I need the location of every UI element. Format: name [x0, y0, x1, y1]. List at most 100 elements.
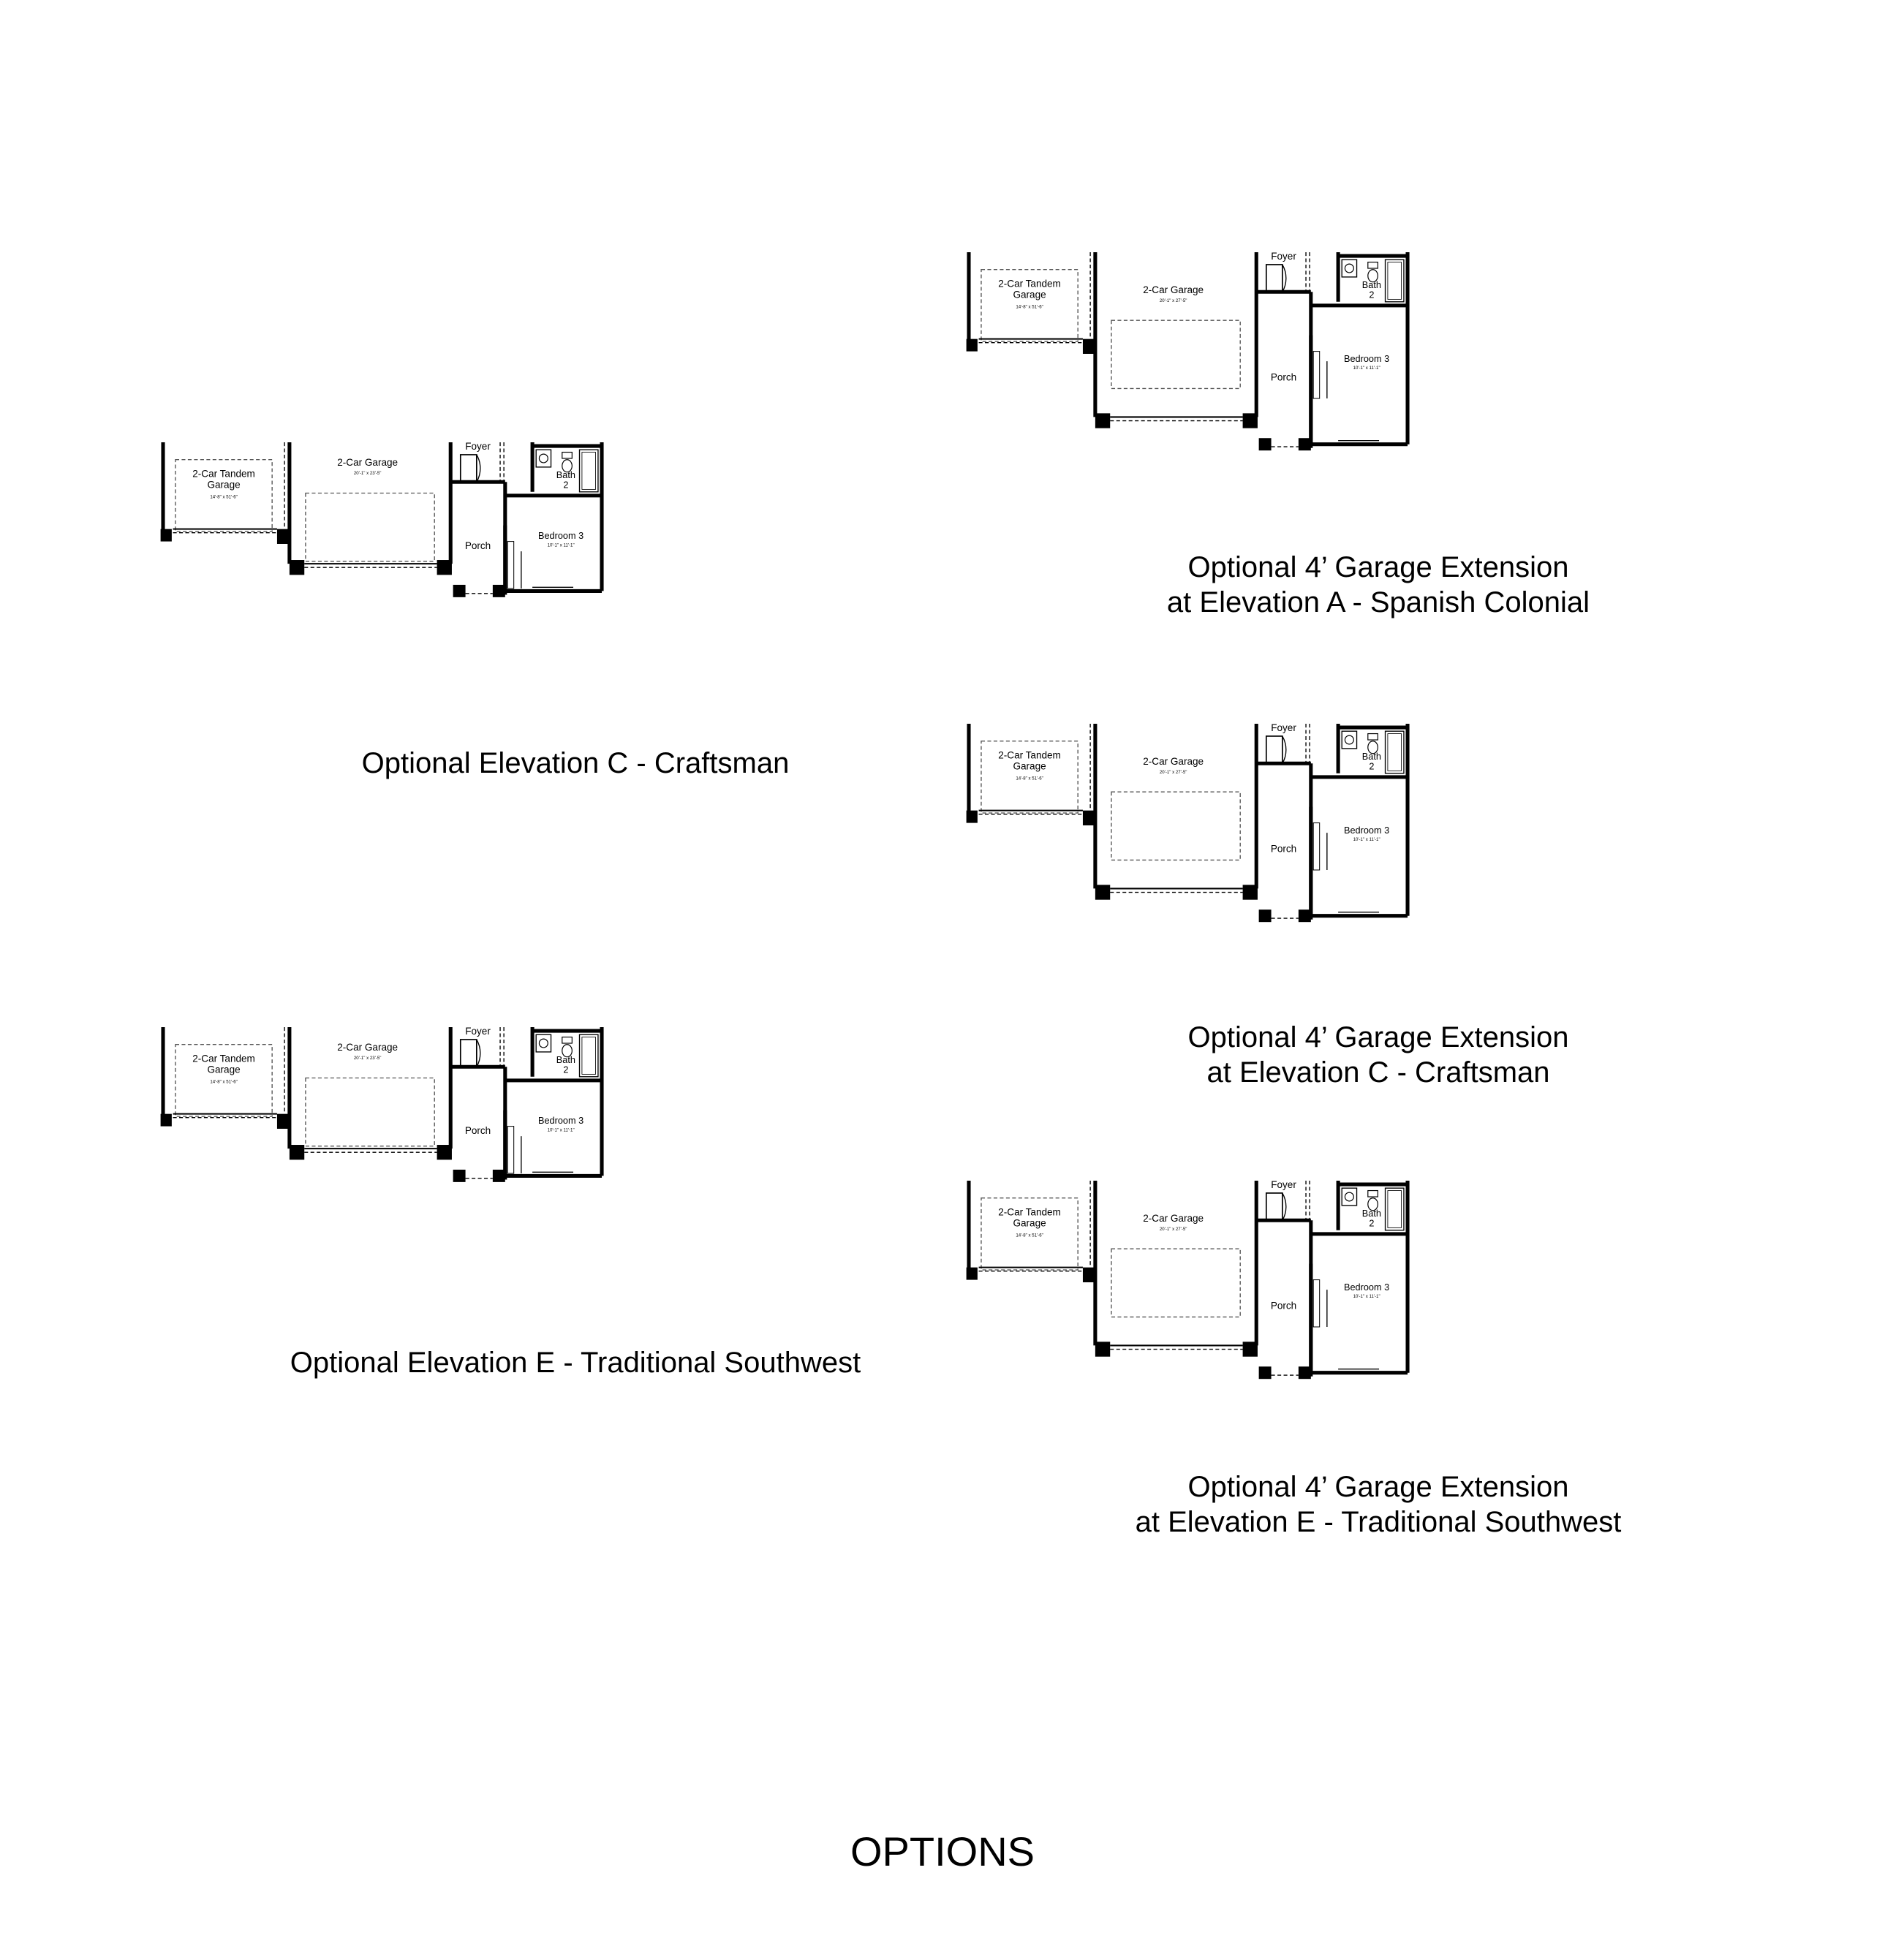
foyer-door-swing [1282, 264, 1287, 292]
tandem-garage-dimension: 14'-8" x 51'-6" [1016, 776, 1043, 781]
toilet-icon [562, 459, 573, 473]
bath-number: 2 [563, 480, 568, 491]
bath-label: Bath [1362, 1208, 1381, 1219]
closet-doors [507, 541, 515, 589]
sink-icon [1344, 735, 1354, 745]
tandem-garage-label: 2-Car Tandem [192, 468, 255, 479]
bathtub-icon [1384, 1187, 1405, 1231]
tandem-garage-dimension: 14'-8" x 51'-6" [1016, 1233, 1043, 1238]
foyer-door [1265, 1192, 1283, 1222]
foyer-door-swing [1282, 735, 1287, 764]
foyer-door-swing [476, 454, 481, 483]
porch-pier [1258, 438, 1272, 451]
garage-parking-outline [1111, 1248, 1241, 1318]
foyer-door-swing [1282, 1192, 1287, 1221]
foyer-label: Foyer [1271, 722, 1296, 733]
tandem-garage-parking-outline [175, 1044, 273, 1117]
porch-pier [1298, 438, 1311, 451]
garage-pier [437, 1145, 452, 1160]
garage-pier [289, 1145, 305, 1160]
tandem-garage-parking-outline [175, 459, 273, 532]
bedroom-dimension: 10'-1" x 11'-1" [548, 542, 575, 548]
garage-dimension: 20'-1" x 23'-5" [354, 1056, 381, 1061]
caption-line: Optional Elevation C - Craftsman [361, 747, 790, 779]
porch-label: Porch [465, 540, 491, 551]
closet-doors [1312, 1279, 1321, 1328]
bath-label: Bath [556, 1054, 575, 1065]
tandem-garage-label: Garage [1013, 1218, 1046, 1229]
porch-pier [492, 584, 505, 597]
foyer-label: Foyer [1271, 251, 1296, 262]
closet-doors [1312, 822, 1321, 871]
caption-line: Optional 4’ Garage Extension [1187, 551, 1569, 583]
garage-pier [1242, 1342, 1258, 1357]
garage-pier [1095, 1342, 1111, 1357]
bathtub-basin [1387, 733, 1402, 771]
porch-pier [1298, 1366, 1311, 1380]
bath-sink [535, 1034, 552, 1053]
tandem-garage-label: Garage [207, 1064, 240, 1075]
bedroom-label: Bedroom 3 [1344, 353, 1389, 364]
tandem-garage-dimension: 14'-8" x 51'-6" [210, 1079, 237, 1084]
caption-elev-c: Optional Elevation C - Craftsman [210, 746, 941, 781]
bath-number: 2 [563, 1064, 568, 1075]
garage-label: 2-Car Garage [1143, 284, 1204, 295]
porch-pier [492, 1169, 505, 1182]
closet-doors [1312, 351, 1321, 399]
sink-icon [1344, 1192, 1354, 1202]
garage-parking-outline [305, 492, 435, 562]
toilet-tank [1367, 1189, 1378, 1197]
tandem-garage-label: Garage [207, 480, 240, 491]
toilet-icon [1367, 269, 1378, 283]
tandem-garage-pier [160, 1113, 172, 1127]
toilet-icon [562, 1044, 573, 1058]
bedroom-label: Bedroom 3 [1344, 825, 1389, 836]
tandem-garage-pier [966, 810, 978, 823]
toilet-tank [562, 1036, 573, 1044]
garage-pier [1242, 885, 1258, 900]
foyer-door [1265, 735, 1283, 765]
caption-elev-e: Optional Elevation E - Traditional South… [210, 1345, 941, 1380]
foyer-door [459, 1039, 477, 1068]
tandem-garage-pier [1082, 810, 1095, 825]
tandem-garage-label: 2-Car Tandem [998, 1206, 1061, 1217]
porch-label: Porch [1271, 843, 1296, 854]
foyer-door-swing [476, 1039, 481, 1067]
bath-sink [1341, 730, 1358, 749]
bathtub-icon [1384, 259, 1405, 303]
foyer-door [1265, 264, 1283, 293]
garage-label: 2-Car Garage [337, 1042, 398, 1053]
bedroom-dimension: 10'-1" x 11'-1" [548, 1127, 575, 1132]
porch-pier [1298, 909, 1311, 923]
porch-label: Porch [465, 1125, 491, 1136]
garage-label: 2-Car Garage [1143, 1213, 1204, 1224]
toilet-icon [1367, 741, 1378, 754]
bedroom-dimension: 10'-1" x 11'-1" [1353, 366, 1380, 371]
garage-pier [437, 560, 452, 575]
bedroom-dimension: 10'-1" x 11'-1" [1353, 837, 1380, 842]
tandem-garage-label: 2-Car Tandem [998, 749, 1061, 760]
sink-icon [538, 1038, 548, 1048]
caption-line: Optional 4’ Garage Extension [1187, 1021, 1569, 1053]
toilet-tank [1367, 733, 1378, 741]
tandem-garage-label: Garage [1013, 290, 1046, 300]
tandem-garage-pier [160, 529, 172, 542]
tandem-garage-pier [1082, 338, 1095, 354]
page-title: OPTIONS [850, 1828, 1035, 1874]
caption-line: Optional 4’ Garage Extension [1187, 1471, 1569, 1503]
bathtub-basin [581, 1037, 596, 1075]
porch-pier [453, 1169, 466, 1182]
porch-pier [453, 584, 466, 597]
bath-sink [1341, 1187, 1358, 1206]
porch-pier [1258, 909, 1272, 923]
porch-pier [1258, 1366, 1272, 1380]
caption-line: at Elevation C - Craftsman [1206, 1056, 1550, 1089]
foyer-label: Foyer [1271, 1179, 1296, 1190]
tandem-garage-dimension: 14'-8" x 51'-6" [210, 494, 237, 499]
